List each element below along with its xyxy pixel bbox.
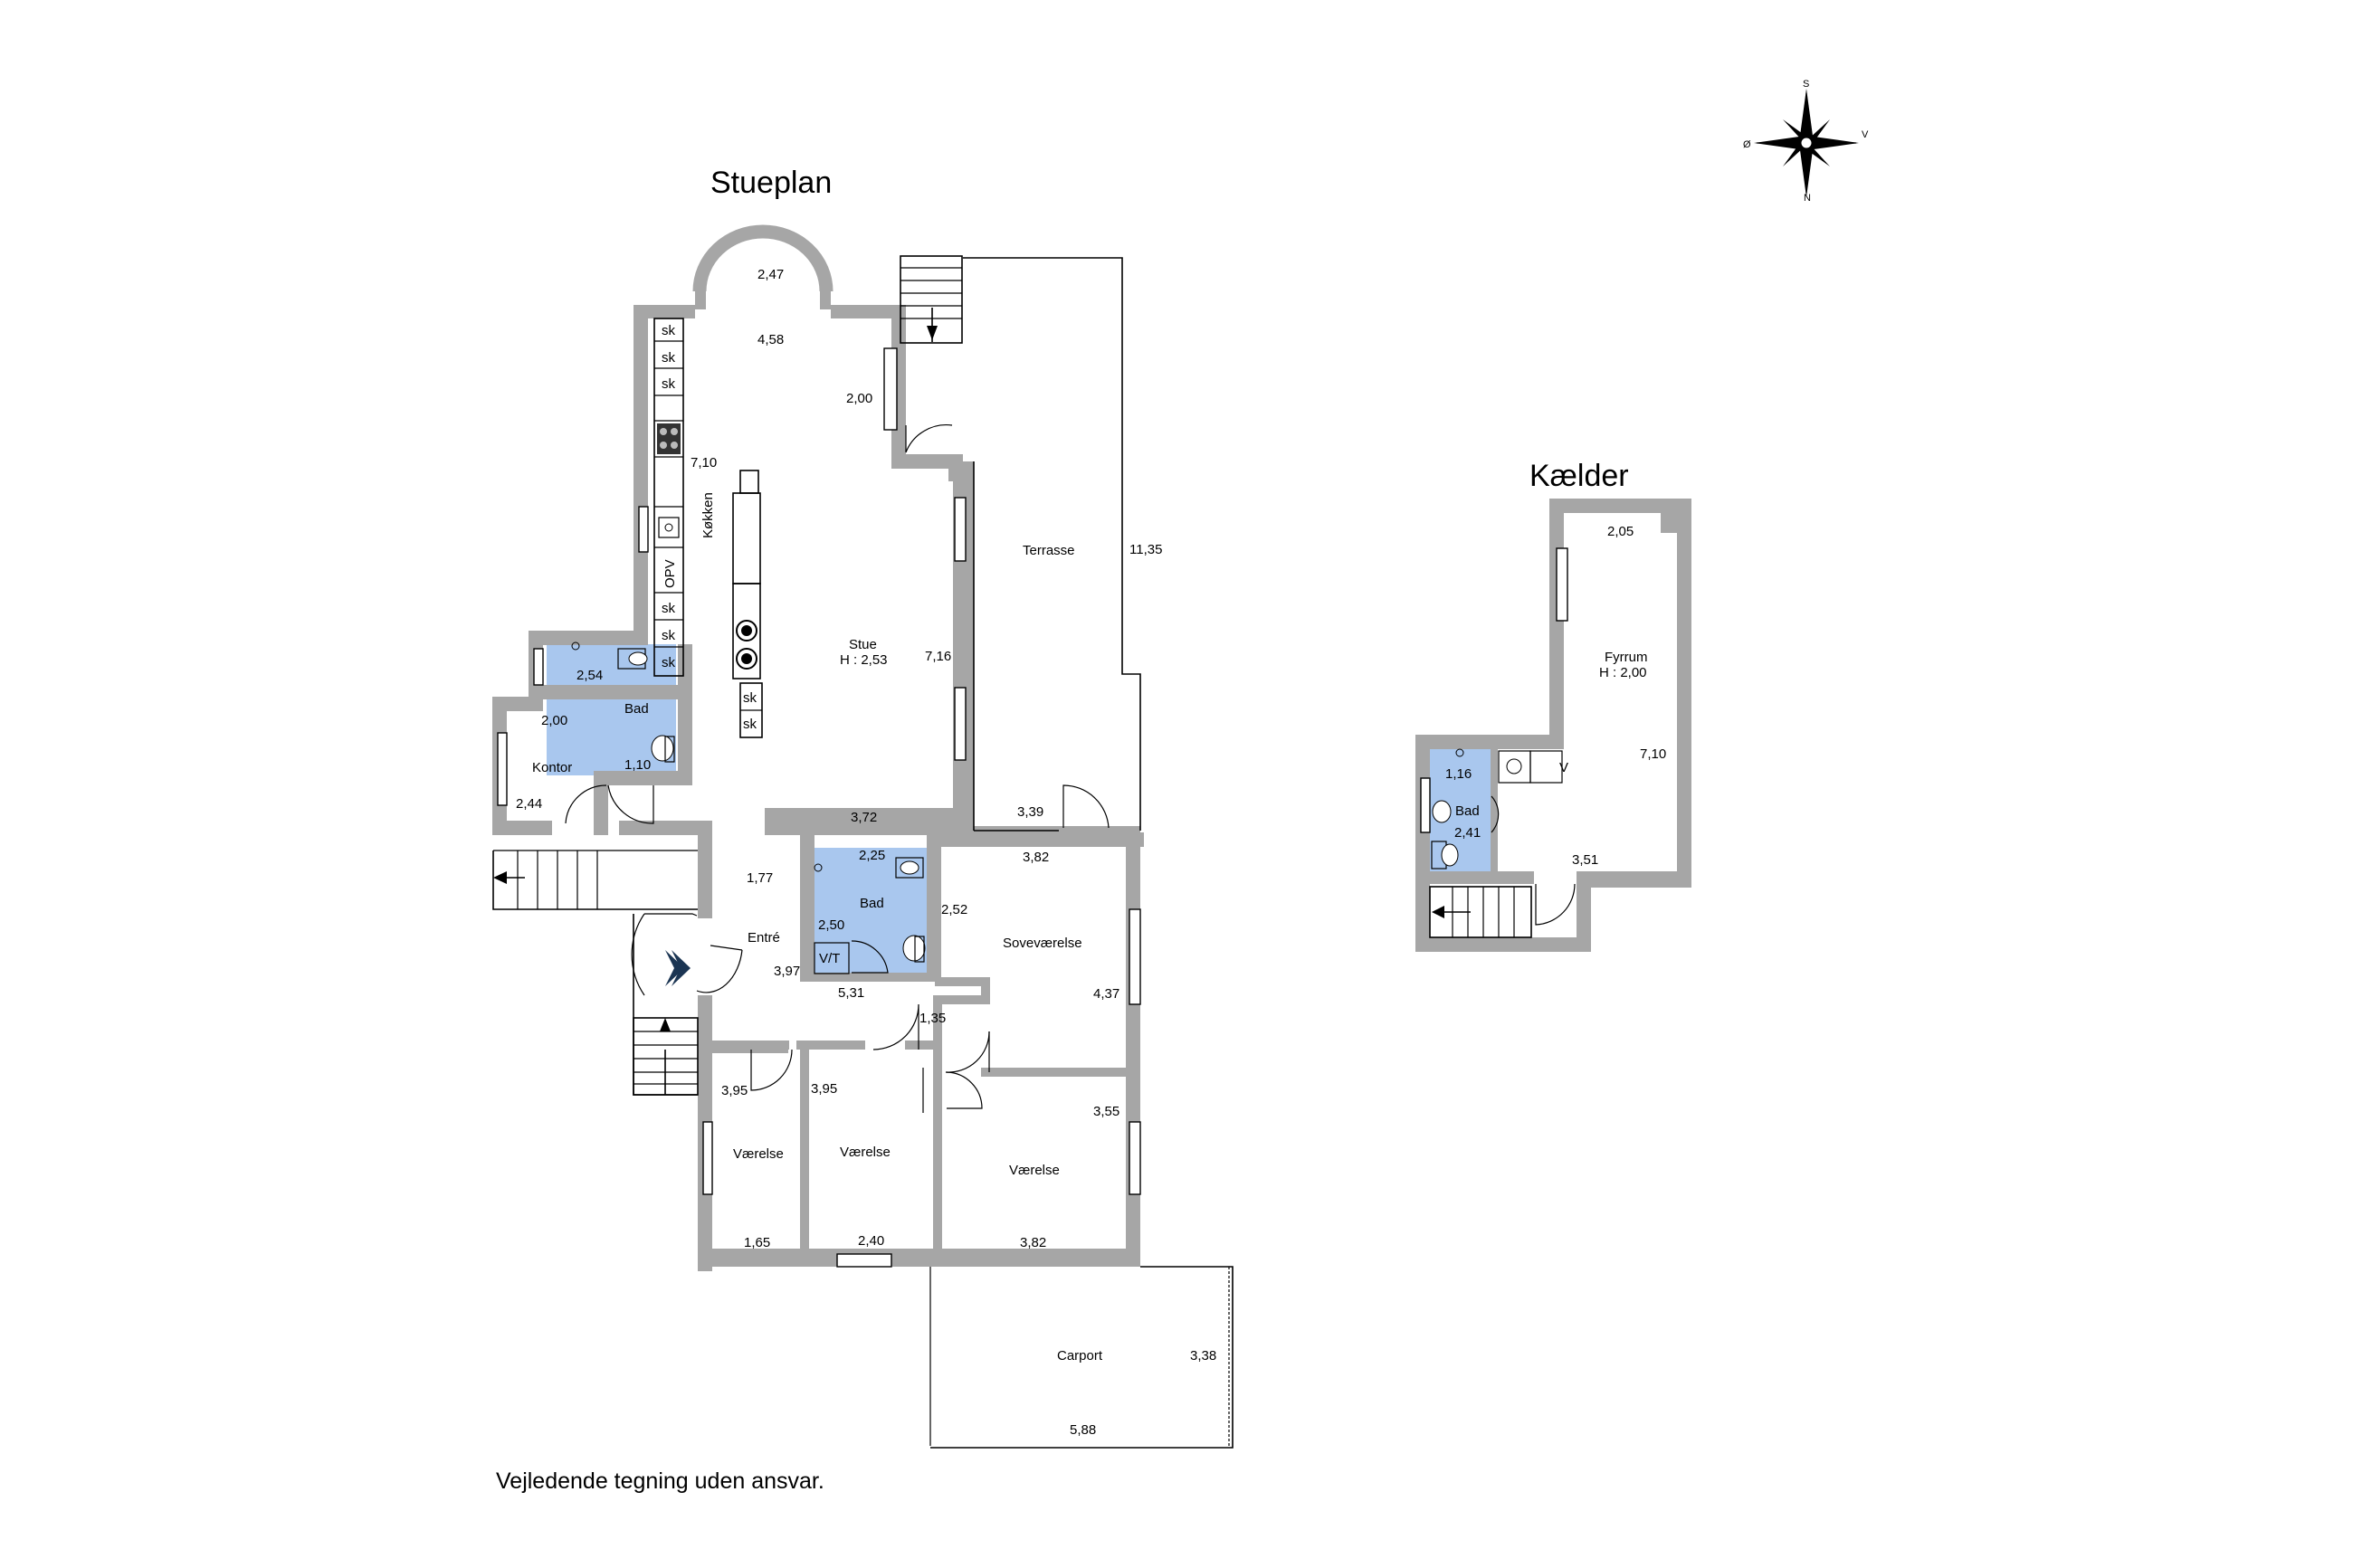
dim-kaelder-top: 2,05	[1607, 524, 1634, 539]
vaerelse1-label: Værelse	[733, 1146, 784, 1162]
stueplan-title: Stueplan	[710, 166, 832, 200]
sk-label-8: sk	[743, 717, 757, 732]
sk-label-1: sk	[662, 323, 676, 338]
entre-label: Entré	[748, 930, 780, 946]
vaerelse3-label: Værelse	[1009, 1163, 1060, 1178]
stue-height: H : 2,53	[840, 652, 888, 668]
kaelder-stairs-icon	[1429, 886, 1532, 938]
dim-bad2-d: 2,50	[818, 917, 844, 933]
kaelder-bad-label: Bad	[1455, 803, 1480, 819]
sovevaerelse-label: Soveværelse	[1003, 936, 1082, 951]
kitchen-counter	[653, 318, 684, 677]
dim-stue-bottom: 3,72	[851, 810, 877, 825]
dim-carport-w: 5,88	[1070, 1422, 1096, 1438]
dim-hall-gap: 1,35	[919, 1011, 946, 1026]
entry-door	[631, 913, 743, 996]
dim-kaelder-len: 7,10	[1640, 746, 1666, 762]
dim-kitchen-len: 7,10	[691, 455, 717, 470]
vaerelse2-label: Værelse	[840, 1145, 891, 1160]
dim-v2-w: 2,40	[858, 1233, 884, 1249]
dim-bad2-w: 2,25	[859, 848, 885, 863]
dim-kitchen-top: 4,58	[757, 332, 784, 347]
dim-sove-d: 4,37	[1093, 986, 1119, 1002]
dim-kaelder-bad-d: 2,41	[1454, 825, 1481, 841]
kaelder-labels: 2,05 Fyrrum H : 2,00 7,10 3,51 1,16 Bad …	[1445, 524, 1666, 868]
dim-bad1-w: 2,54	[576, 668, 603, 683]
lower-stairs-icon	[633, 914, 699, 1096]
terrace-stairs-icon	[900, 255, 963, 344]
stueplan-labels: sk sk sk sk sk sk sk sk OPV Køkken Stue …	[532, 323, 1103, 1364]
bad1-label: Bad	[624, 701, 649, 717]
terrasse-label: Terrasse	[1023, 543, 1075, 558]
sk-label-4: sk	[662, 601, 676, 616]
kaelder-title: Kælder	[1529, 459, 1629, 493]
compass-n: N	[1804, 193, 1811, 204]
opv-label: OPV	[662, 559, 678, 588]
dim-kaelder-bottom: 3,51	[1572, 852, 1598, 868]
dim-v3-d: 3,55	[1093, 1104, 1119, 1119]
dim-bay: 2,47	[757, 267, 784, 282]
kokken-label: Køkken	[700, 492, 716, 538]
dim-bad1-d: 1,10	[624, 757, 651, 773]
dim-hall-w: 5,31	[838, 985, 864, 1001]
dim-stue-len: 7,16	[925, 649, 951, 664]
dim-kontor-w: 2,00	[541, 713, 567, 728]
left-stairs-icon	[492, 850, 698, 910]
entry-arrow-icon	[665, 950, 684, 986]
kitchen-island	[732, 470, 763, 738]
dim-v3-w: 3,82	[1020, 1235, 1046, 1250]
carport-outline	[929, 1266, 1234, 1449]
kontor-label: Kontor	[532, 760, 572, 775]
windows	[497, 347, 1141, 1268]
sk-label-7: sk	[743, 690, 757, 706]
vt-label: V/T	[819, 951, 840, 966]
bad2-fixtures	[814, 857, 926, 974]
v-label: V	[1559, 760, 1568, 775]
walls	[492, 224, 1144, 1271]
dim-entre-w: 1,77	[747, 870, 773, 886]
dim-v1-d: 3,95	[721, 1083, 748, 1098]
dim-sove-w: 3,82	[1023, 850, 1049, 865]
dim-stue-side: 2,00	[846, 391, 872, 406]
fyrrum-label: Fyrrum	[1605, 650, 1648, 665]
sk-label-3: sk	[662, 376, 676, 392]
disclaimer: Vejledende tegning uden ansvar.	[496, 1468, 824, 1494]
kaelder-fixtures	[1431, 748, 1576, 926]
dim-v2-d: 3,95	[811, 1081, 837, 1097]
stue-label: Stue	[849, 637, 877, 652]
sk-label-5: sk	[662, 628, 676, 643]
dim-sove-side: 2,52	[941, 902, 967, 917]
dim-kaelder-bad-w: 1,16	[1445, 766, 1472, 782]
carport-label: Carport	[1057, 1348, 1103, 1364]
sk-label-2: sk	[662, 350, 676, 366]
terrasse-outline	[963, 257, 1141, 832]
dim-entre-d: 3,97	[774, 964, 800, 979]
dim-terrasse-len: 11,35	[1129, 542, 1162, 557]
dim-v1-w: 1,65	[744, 1235, 770, 1250]
fyrrum-height: H : 2,00	[1599, 665, 1647, 680]
dim-kontor-d: 2,44	[516, 796, 542, 812]
dim-carport-d: 3,38	[1190, 1348, 1216, 1364]
compass-v: V	[1862, 129, 1869, 140]
bad1-fixtures	[571, 641, 675, 763]
compass-o: Ø	[1743, 139, 1751, 150]
door-swings	[565, 423, 1110, 1113]
stueplan-dimensions: 2,47 4,58 7,10 2,00 11,35 7,16 3,72 3,39…	[516, 267, 1216, 1438]
compass-icon: S N Ø V	[1743, 79, 1869, 204]
sk-label-6: sk	[662, 655, 676, 670]
bad2-label: Bad	[860, 896, 884, 911]
kaelder-walls	[1415, 499, 1691, 952]
compass-s: S	[1803, 79, 1809, 90]
dim-terrasse-bottom: 3,39	[1017, 804, 1043, 820]
